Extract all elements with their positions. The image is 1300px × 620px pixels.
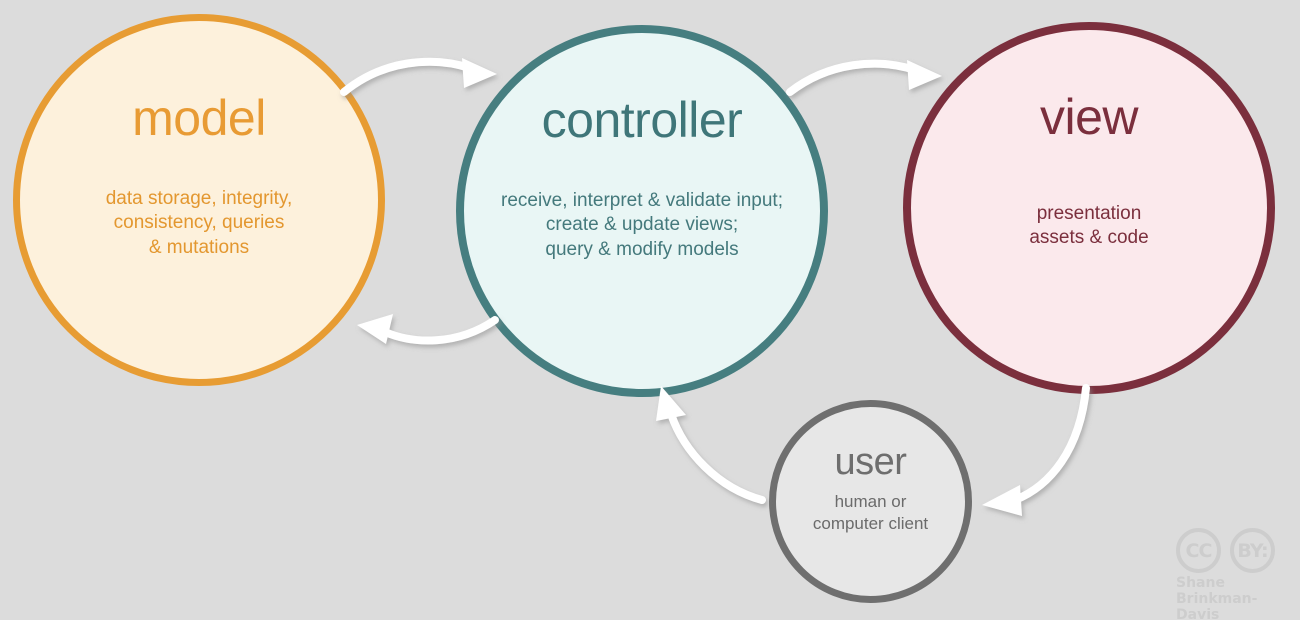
creative-commons-icon: CC [1176, 528, 1221, 573]
arrow-controller-to-view [786, 59, 942, 96]
node-view[interactable]: view presentation assets & code [903, 22, 1275, 394]
node-user[interactable]: user human or computer client [769, 400, 972, 603]
node-view-title: view [1039, 89, 1139, 145]
node-controller[interactable]: controller receive, interpret & validate… [456, 25, 828, 397]
node-view-description: presentation assets & code [1029, 203, 1149, 249]
author-credit: Shane Brinkman-Davis [1176, 575, 1258, 620]
arrow-user-to-controller [656, 386, 766, 504]
arrow-controller-to-model [357, 314, 499, 345]
attribution-icon: BY: [1230, 528, 1275, 573]
node-model-title: model [132, 90, 266, 146]
node-controller-description: receive, interpret & validate input; cre… [501, 190, 783, 260]
node-model-description: data storage, integrity, consistency, qu… [105, 188, 293, 258]
node-model[interactable]: model data storage, integrity, consisten… [13, 14, 385, 386]
node-user-description: human or computer client [812, 492, 929, 533]
creative-commons-badge[interactable]: CC BY: Shane Brinkman-Davis [1176, 528, 1294, 620]
cc-license-icons: CC BY: [1176, 528, 1294, 573]
arrow-view-to-user [982, 384, 1090, 516]
node-user-title: user [834, 441, 907, 483]
node-controller-title: controller [541, 92, 743, 148]
arrow-model-to-controller [340, 57, 497, 96]
